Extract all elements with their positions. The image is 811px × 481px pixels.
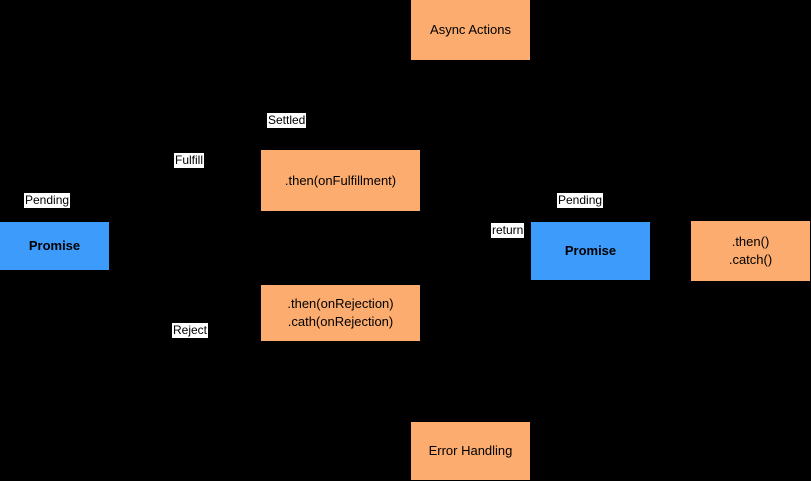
edge-label-reject: Reject xyxy=(172,323,209,338)
node-label-then-on-fulfillment: .then(onFulfillment) xyxy=(284,172,397,188)
node-label-then-catch: .then() .catch() xyxy=(728,234,773,267)
node-label-promise-left: Promise xyxy=(28,238,81,253)
edge-label-return: return xyxy=(491,223,525,238)
node-then-on-fulfillment[interactable]: .then(onFulfillment) xyxy=(261,150,420,211)
edge-label-pending-right: Pending xyxy=(557,193,604,208)
node-label-promise-right: Promise xyxy=(564,243,617,258)
node-label-async-actions: Async Actions xyxy=(430,22,511,37)
node-promise-right[interactable]: Promise xyxy=(531,222,650,280)
node-then-catch-on-rejection[interactable]: .then(onRejection) .cath(onRejection) xyxy=(261,285,420,341)
node-label-error-handling: Error Handling xyxy=(428,443,513,458)
edge-label-fulfill: Fulfill xyxy=(174,153,205,168)
node-async-actions[interactable]: Async Actions xyxy=(411,0,530,60)
node-promise-left[interactable]: Promise xyxy=(0,222,109,270)
node-error-handling[interactable]: Error Handling xyxy=(411,422,530,480)
edge-label-pending-left: Pending xyxy=(24,193,71,208)
node-then-catch[interactable]: .then() .catch() xyxy=(691,221,810,281)
node-label-then-catch-on-rejection: .then(onRejection) .cath(onRejection) xyxy=(287,296,394,329)
edge-label-settled: Settled xyxy=(267,113,307,128)
